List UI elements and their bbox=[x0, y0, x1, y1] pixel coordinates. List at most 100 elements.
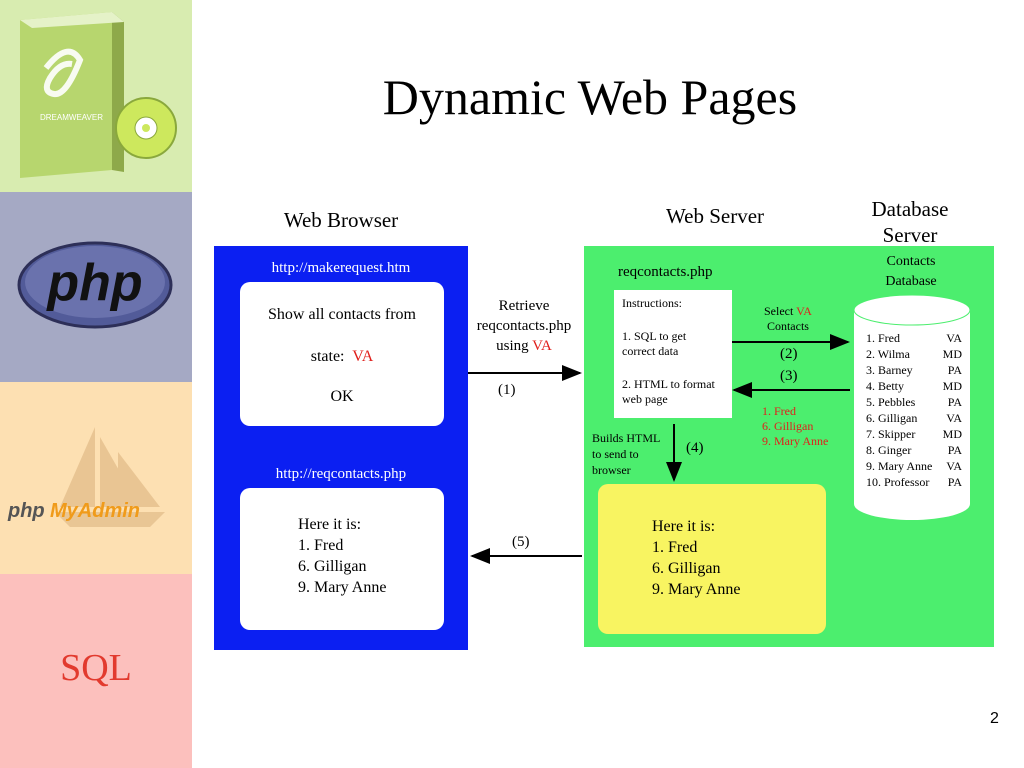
db-row-name: 5. Pebbles bbox=[866, 395, 916, 409]
db-row-name: 10. Professor bbox=[866, 475, 930, 489]
browser-result-item: 9. Mary Anne bbox=[298, 579, 387, 596]
step-5-label: (5) bbox=[512, 534, 530, 550]
php-logo-text: php bbox=[45, 254, 142, 312]
db-row: 7. Skipper MD bbox=[866, 426, 962, 442]
server-result-heading: Here it is: bbox=[652, 518, 716, 535]
retrieve-using: using bbox=[496, 338, 529, 354]
db-row-state: MD bbox=[942, 347, 962, 361]
builds-html-label: Builds HTML to send to browser bbox=[592, 430, 660, 478]
form-text: Show all contacts from bbox=[268, 306, 416, 323]
returned-row: 1. Fred bbox=[762, 404, 796, 418]
server-result-item: 9. Mary Anne bbox=[652, 581, 741, 598]
db-row: 4. Betty MD bbox=[866, 378, 962, 394]
php-file-name: reqcontacts.php bbox=[618, 264, 713, 280]
db-row: 2. Wilma MD bbox=[866, 346, 962, 362]
select-label: Select VA Contacts bbox=[764, 304, 812, 334]
sidebar-panel-dreamweaver: DREAMWEAVER bbox=[0, 0, 192, 192]
retrieve-line3: using VA bbox=[462, 336, 586, 356]
server-result-item: 6. Gilligan bbox=[652, 560, 721, 577]
db-server-title: Database Server bbox=[830, 196, 990, 248]
retrieve-line1: Retrieve bbox=[498, 298, 550, 314]
server-title: Web Server bbox=[665, 204, 765, 228]
db-row: 8. Ginger PA bbox=[866, 442, 962, 458]
instructions: Instructions: 1. SQL to get correct data… bbox=[622, 296, 715, 407]
db-row: 9. Mary Anne VA bbox=[866, 458, 962, 474]
db-row-state: VA bbox=[946, 411, 962, 425]
dreamweaver-box-image: DREAMWEAVER bbox=[20, 12, 177, 178]
returned-row: 9. Mary Anne bbox=[762, 434, 829, 448]
sql-logo: SQL bbox=[60, 647, 132, 689]
server-panel: reqcontacts.php Instructions: 1. SQL to … bbox=[584, 246, 994, 647]
contacts-db-label: Contacts Database bbox=[852, 252, 970, 292]
db-row-state: MD bbox=[942, 427, 962, 441]
sidebar-panel-phpmyadmin: php MyAdmin bbox=[0, 382, 192, 574]
slide-title: Dynamic Web Pages bbox=[382, 69, 798, 125]
instructions-step2-line2: web page bbox=[622, 392, 668, 406]
builds-line1: Builds HTML bbox=[592, 431, 661, 445]
instructions-heading: Instructions: bbox=[622, 296, 682, 310]
step-4-label: (4) bbox=[686, 440, 704, 456]
db-row-name: 9. Mary Anne bbox=[866, 459, 933, 473]
db-row-name: 7. Skipper bbox=[866, 427, 916, 441]
retrieve-label: Retrieve reqcontacts.php using VA bbox=[462, 296, 586, 356]
step-3-label: (3) bbox=[780, 368, 798, 384]
db-row-name: 2. Wilma bbox=[866, 347, 910, 361]
db-row: 3. Barney PA bbox=[866, 362, 962, 378]
phpmyadmin-logo: php MyAdmin bbox=[7, 427, 165, 527]
server-result-box: Here it is: 1. Fred 6. Gilligan 9. Mary … bbox=[598, 484, 826, 634]
browser-result-box: Here it is: 1. Fred 6. Gilligan 9. Mary … bbox=[240, 488, 444, 630]
phpmyadmin-myadmin-text: MyAdmin bbox=[50, 500, 140, 522]
returned-row: 6. Gilligan bbox=[762, 419, 814, 433]
browser-result-heading: Here it is: bbox=[298, 516, 362, 533]
browser-result-item: 6. Gilligan bbox=[298, 558, 367, 575]
contacts-db-line2: Database bbox=[885, 274, 937, 289]
browser-panel: http://makerequest.htm Show all contacts… bbox=[214, 246, 468, 650]
db-row-state: VA bbox=[946, 331, 962, 345]
db-row-state: VA bbox=[946, 459, 962, 473]
builds-line3: browser bbox=[592, 463, 631, 477]
db-row-state: PA bbox=[947, 443, 962, 457]
retrieve-state: VA bbox=[532, 338, 552, 354]
returned-rows: 1. Fred 6. Gilligan 9. Mary Anne bbox=[762, 404, 828, 449]
db-row-state: MD bbox=[942, 379, 962, 393]
db-row-name: 6. Gilligan bbox=[866, 411, 918, 425]
db-row-name: 4. Betty bbox=[866, 379, 904, 393]
db-row-state: PA bbox=[947, 395, 962, 409]
ok-button[interactable]: OK bbox=[330, 388, 354, 405]
db-row: 5. Pebbles PA bbox=[866, 394, 962, 410]
browser-result: Here it is: 1. Fred 6. Gilligan 9. Mary … bbox=[298, 514, 386, 598]
page-number: 2 bbox=[990, 710, 999, 727]
db-row-name: 3. Barney bbox=[866, 363, 913, 377]
contacts-db-line1: Contacts bbox=[886, 254, 936, 269]
request-url: http://makerequest.htm bbox=[271, 260, 411, 276]
dreamweaver-label: DREAMWEAVER bbox=[40, 113, 103, 122]
state-label: state: bbox=[310, 348, 345, 365]
db-row-state: PA bbox=[947, 363, 962, 377]
select-word: Select bbox=[764, 304, 794, 318]
step-2-label: (2) bbox=[780, 346, 798, 362]
instructions-step1-line1: 1. SQL to get bbox=[622, 329, 687, 343]
select-state: VA bbox=[796, 304, 812, 318]
select-contacts: Contacts bbox=[766, 319, 809, 333]
db-row-name: 8. Ginger bbox=[866, 443, 912, 457]
builds-line2: to send to bbox=[592, 447, 639, 461]
php-logo: php bbox=[17, 241, 173, 329]
server-result-item: 1. Fred bbox=[652, 539, 698, 556]
db-row: 10. Professor PA bbox=[866, 474, 962, 490]
db-server-title-line1: Database bbox=[871, 197, 949, 221]
db-row: 1. Fred VA bbox=[866, 330, 962, 346]
instructions-box: Instructions: 1. SQL to get correct data… bbox=[614, 290, 732, 418]
database-cylinder bbox=[853, 294, 971, 520]
sidebar-panel-php: php bbox=[0, 192, 192, 382]
db-row-name: 1. Fred bbox=[866, 331, 900, 345]
browser-title: Web Browser bbox=[283, 208, 399, 232]
step-1-label: (1) bbox=[498, 382, 516, 398]
db-row-state: PA bbox=[947, 475, 962, 489]
response-url: http://reqcontacts.php bbox=[275, 466, 407, 482]
state-value[interactable]: VA bbox=[352, 348, 374, 365]
state-row: state: VA bbox=[240, 348, 444, 366]
server-result: Here it is: 1. Fred 6. Gilligan 9. Mary … bbox=[652, 516, 740, 600]
db-server-title-line2: Server bbox=[882, 223, 938, 247]
db-row: 6. Gilligan VA bbox=[866, 410, 962, 426]
